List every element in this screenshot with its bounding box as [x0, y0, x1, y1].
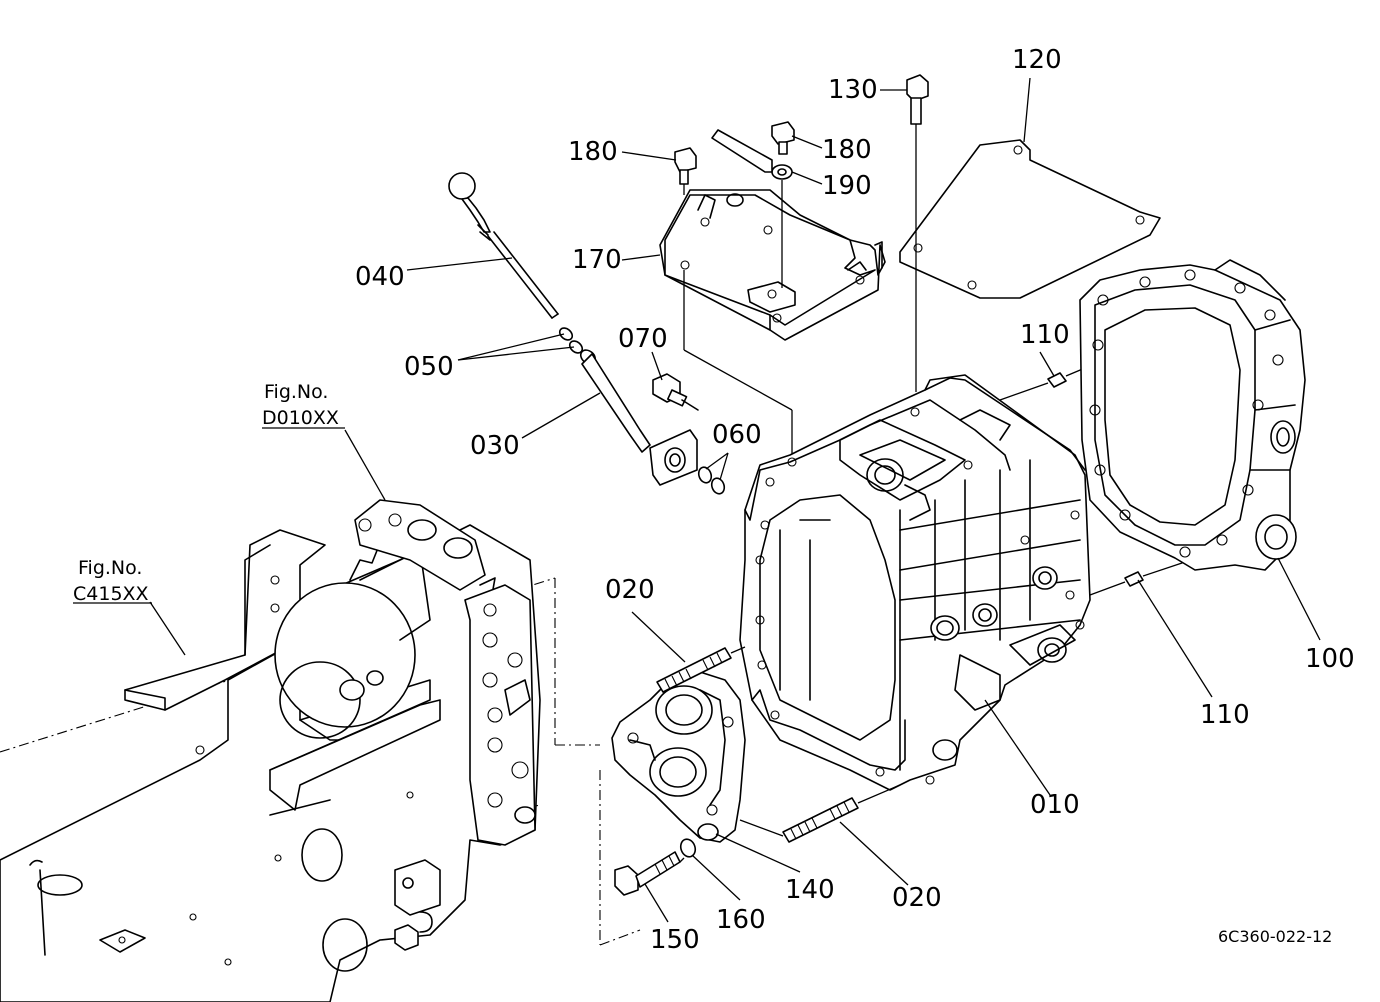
- stud-bolt-020-upper: [656, 646, 746, 693]
- callout-190: 190: [822, 171, 872, 201]
- guide-pipe: [579, 349, 698, 486]
- spring-washer-160: [679, 838, 697, 863]
- callout-100: 100: [1305, 644, 1355, 674]
- flat-stay: [711, 129, 773, 173]
- leader-lines: [73, 77, 1321, 923]
- o-rings-060: [697, 466, 726, 495]
- callout-030: 030: [470, 431, 520, 461]
- adjacent-assembly: [0, 499, 641, 1002]
- bearing-holder-140: [611, 671, 746, 843]
- bolt-180-right: [771, 121, 795, 155]
- fig-ref-d010-line1: Fig.No.: [264, 381, 328, 403]
- callout-140: 140: [785, 875, 835, 905]
- callout-070: 070: [618, 324, 668, 354]
- callout-060: 060: [712, 420, 762, 450]
- callout-labels: 010 020 020 030 040 050 060 070 100 110 …: [355, 45, 1355, 955]
- dipstick: [448, 172, 559, 319]
- callout-180-right: 180: [822, 135, 872, 165]
- callout-010: 010: [1030, 790, 1080, 820]
- figure-references: Fig.No. D010XX Fig.No. C415XX: [73, 381, 339, 605]
- o-rings-050: [558, 327, 584, 354]
- callout-150: 150: [650, 925, 700, 955]
- fig-ref-c415-line2: C415XX: [73, 583, 149, 605]
- callout-040: 040: [355, 262, 405, 292]
- callout-110-lower: 110: [1200, 700, 1250, 730]
- callout-020-upper: 020: [605, 575, 655, 605]
- callout-180-left: 180: [568, 137, 618, 167]
- bolt-180-left: [674, 147, 697, 195]
- cover-plate-120: [899, 139, 1161, 299]
- stud-bolt-020-lower: [739, 784, 901, 843]
- callout-170: 170: [572, 245, 622, 275]
- plug-070: [652, 373, 699, 411]
- callout-020-lower: 020: [892, 883, 942, 913]
- washer-190: [771, 164, 793, 180]
- fig-ref-d010-line2: D010XX: [262, 407, 339, 429]
- callout-120: 120: [1012, 45, 1062, 75]
- dowel-pin-110-upper: [999, 367, 1086, 401]
- rear-cover-100: [1079, 259, 1306, 571]
- callout-130: 130: [828, 75, 878, 105]
- bracket-170: [659, 189, 886, 341]
- dowel-pin-110-lower: [1089, 561, 1186, 596]
- callout-050: 050: [404, 352, 454, 382]
- figure-code: 6C360-022-12: [1218, 927, 1332, 946]
- callout-160: 160: [716, 905, 766, 935]
- callout-110-upper: 110: [1020, 320, 1070, 350]
- transmission-case-010: [739, 374, 1091, 791]
- fig-ref-c415-line1: Fig.No.: [78, 557, 142, 579]
- bolt-130: [906, 74, 929, 392]
